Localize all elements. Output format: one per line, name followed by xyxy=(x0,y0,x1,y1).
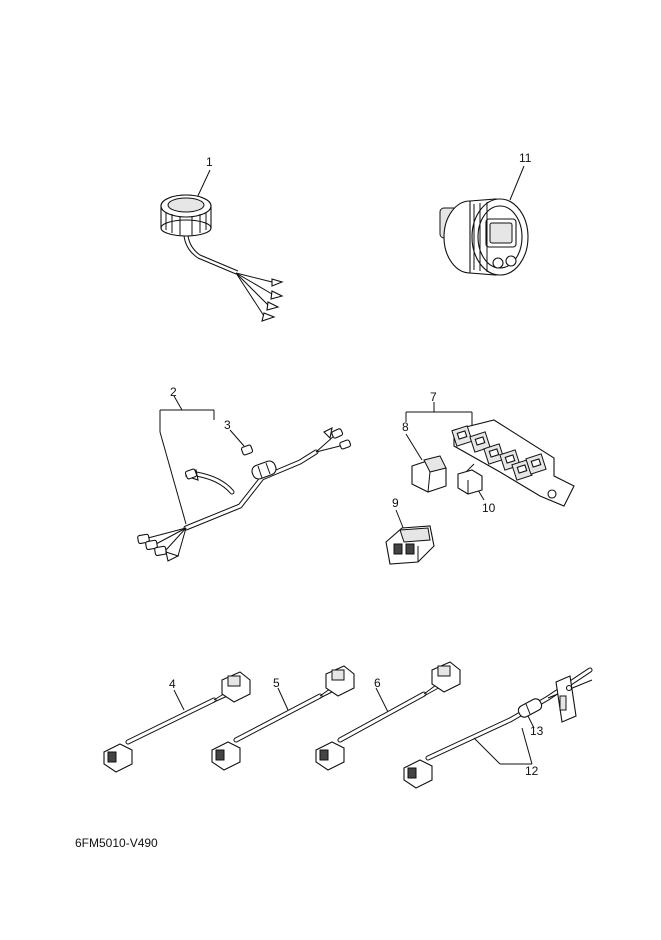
callout-10: 10 xyxy=(482,501,496,515)
callout-1: 1 xyxy=(206,155,213,169)
callout-7: 7 xyxy=(430,390,437,404)
part-13-fuse xyxy=(517,698,543,729)
callout-4: 4 xyxy=(169,677,176,691)
part-4-harness xyxy=(103,671,251,773)
part-11-digital-gauge xyxy=(439,165,529,276)
part-8-connector xyxy=(405,433,447,493)
callout-11: 11 xyxy=(519,151,532,165)
callout-13: 13 xyxy=(530,724,544,738)
part-6-harness xyxy=(315,661,461,771)
callout-6: 6 xyxy=(374,676,381,690)
callout-3: 3 xyxy=(224,418,231,432)
callout-5: 5 xyxy=(273,676,280,690)
callout-12: 12 xyxy=(525,764,539,778)
part-7-junction-block xyxy=(405,402,575,507)
diagram-code: 6FM5010-V490 xyxy=(75,836,158,850)
part-10-plug xyxy=(457,463,485,501)
part-5-harness xyxy=(211,665,355,771)
callout-9: 9 xyxy=(392,496,399,510)
part-1-gauge xyxy=(160,169,284,322)
callout-8: 8 xyxy=(402,420,409,434)
part-9-coupler xyxy=(385,509,435,565)
part-2-main-harness xyxy=(137,395,352,562)
callout-2: 2 xyxy=(170,385,177,399)
